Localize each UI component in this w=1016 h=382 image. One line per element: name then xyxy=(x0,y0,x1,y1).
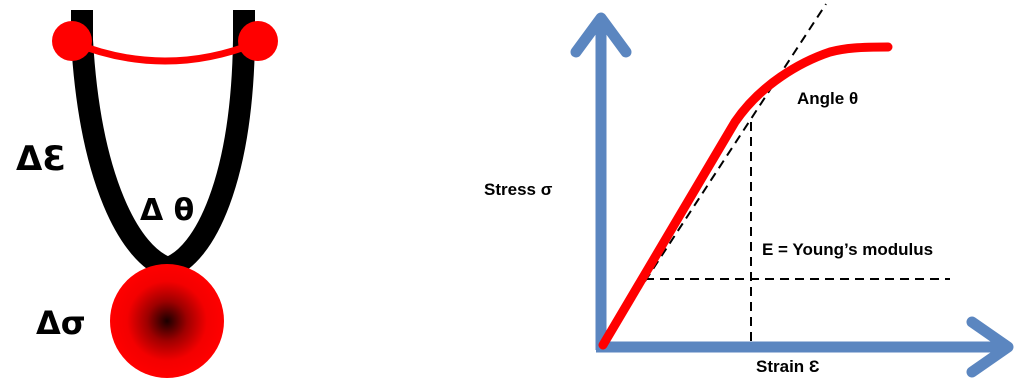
angle-label: Angle θ xyxy=(797,89,859,108)
stress-change-label: Δσ xyxy=(36,304,86,342)
stress-strain-curve xyxy=(598,42,893,350)
stress-ball xyxy=(110,264,224,378)
stress-strain-chart xyxy=(570,3,1014,378)
youngs-modulus-label: E = Young’s modulus xyxy=(762,240,934,259)
right-joint-dot xyxy=(238,21,278,61)
red-connector-arc xyxy=(70,38,260,65)
x-axis-arrowhead xyxy=(966,316,1014,378)
angle-change-label: Δ θ xyxy=(140,193,195,228)
left-joint-dot xyxy=(52,21,92,61)
pendulum-figure xyxy=(52,10,278,378)
bent-beam xyxy=(71,10,255,279)
x-axis-label: Strain Ɛ xyxy=(756,357,820,376)
strain-change-label: ΔƐ xyxy=(16,139,66,179)
y-axis-arrowhead xyxy=(570,12,632,58)
y-axis-label: Stress σ xyxy=(484,180,553,199)
